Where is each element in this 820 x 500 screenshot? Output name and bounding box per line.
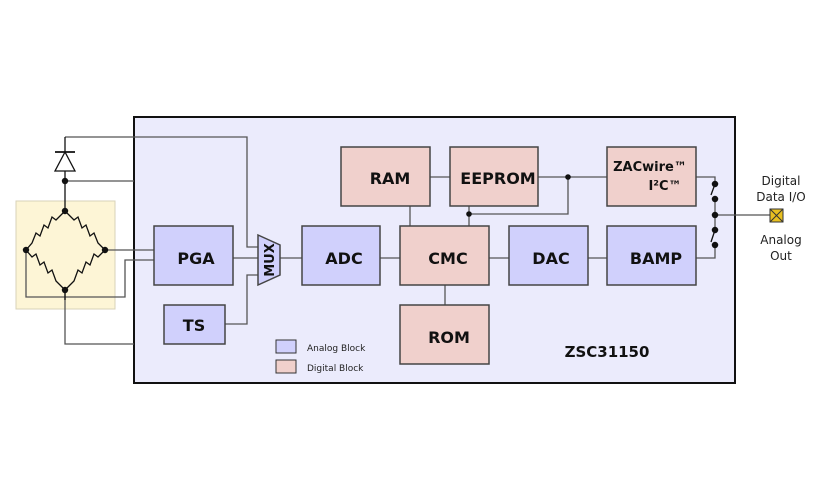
output-switch-icon xyxy=(710,180,719,249)
wire-bus-loop xyxy=(469,177,569,215)
zacwire-label: ZACwire™ xyxy=(613,160,687,175)
i2c-label: I²C™ xyxy=(648,179,681,194)
resistor-icon xyxy=(25,210,66,251)
ram-block xyxy=(340,146,431,207)
zacwire-block xyxy=(606,146,697,207)
eeprom-block xyxy=(449,146,539,207)
resistor-icon xyxy=(25,249,66,291)
wire-bamp-switch xyxy=(696,245,716,259)
cmc-block xyxy=(399,225,490,286)
pga-block xyxy=(153,225,234,286)
digital-pin-label-1: Digital xyxy=(762,174,801,188)
diode-icon xyxy=(53,137,77,181)
dac-label: DAC xyxy=(532,249,569,268)
chip-name: ZSC31150 xyxy=(565,343,650,361)
wire-diode-mux xyxy=(65,136,258,248)
dac-block xyxy=(508,225,589,286)
pga-label: PGA xyxy=(177,249,215,268)
mux-label: MUX xyxy=(263,243,278,277)
ts-block xyxy=(163,304,226,345)
wire-bridge-gnd xyxy=(64,290,134,345)
analog-pin-label-1: Analog xyxy=(760,233,801,247)
cmc-label: CMC xyxy=(428,249,467,268)
ram-label: RAM xyxy=(370,169,411,188)
adc-block xyxy=(301,225,381,286)
mux-block xyxy=(257,233,281,287)
legend-analog-swatch xyxy=(275,339,297,354)
junctions xyxy=(466,174,571,217)
rom-label: ROM xyxy=(428,328,470,347)
analog-pin-label-2: Out xyxy=(770,249,792,263)
ts-label: TS xyxy=(183,316,205,335)
resistor-icon xyxy=(64,210,106,251)
adc-label: ADC xyxy=(325,249,362,268)
output-pad-icon xyxy=(769,208,784,223)
bamp-label: BAMP xyxy=(630,249,683,268)
legend-digital-label: Digital Block xyxy=(307,364,364,374)
resistor-icon xyxy=(64,249,106,291)
wire-bridge-pga-neg xyxy=(25,250,154,298)
eeprom-label: EEPROM xyxy=(460,169,535,188)
wheatstone-bridge xyxy=(25,181,106,300)
bridge-nodes xyxy=(22,177,109,294)
wires xyxy=(25,136,770,345)
rom-block xyxy=(399,304,490,365)
bamp-block xyxy=(606,225,697,286)
digital-pin-label-2: Data I/O xyxy=(756,190,806,204)
legend-analog-label: Analog Block xyxy=(307,344,366,354)
legend-digital-swatch xyxy=(275,359,297,374)
wire-ts-mux xyxy=(225,274,258,325)
